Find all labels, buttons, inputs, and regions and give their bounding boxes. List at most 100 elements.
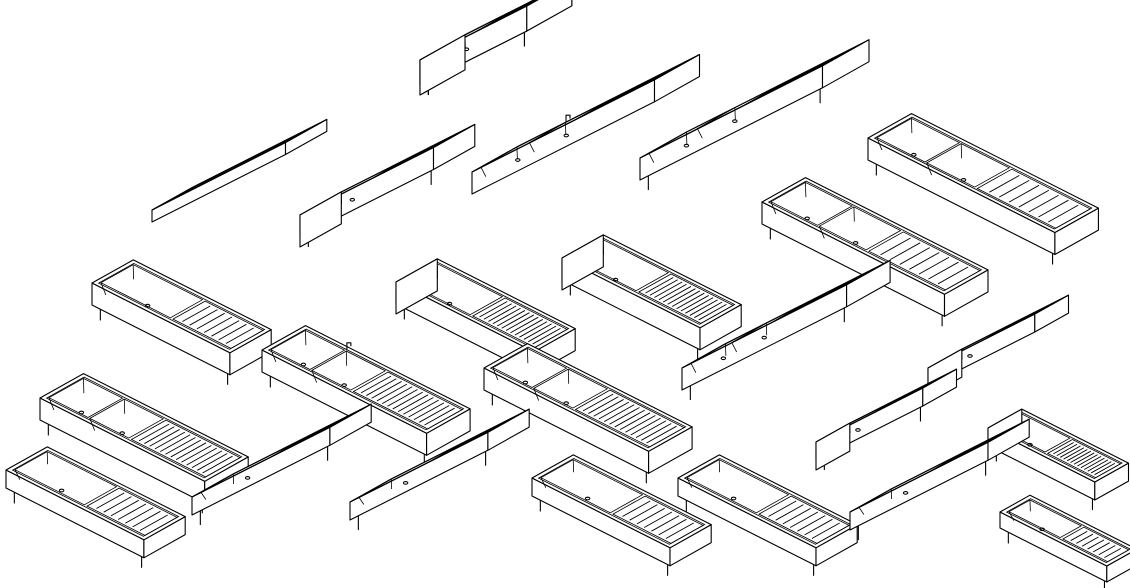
sink-side-face <box>526 0 573 32</box>
drainer-rib <box>132 510 161 528</box>
drainer-rib <box>658 283 687 301</box>
drainer-rib <box>170 439 202 458</box>
drainer-board <box>637 273 734 324</box>
drainer-rib <box>483 417 512 435</box>
bowl-edge <box>690 363 697 373</box>
drainer-rib <box>1008 184 1040 203</box>
drainer-board <box>172 300 264 349</box>
drainer-rib <box>479 301 508 318</box>
drainer-rib <box>804 518 833 536</box>
drainer-rib <box>182 305 211 322</box>
sink-inner-rim <box>1005 498 1130 563</box>
drainer-rib <box>519 321 548 338</box>
sink-bowl <box>358 443 461 498</box>
drainer-rib <box>625 415 656 433</box>
sink-top-rim <box>531 454 712 549</box>
bowl-edge <box>533 388 540 401</box>
bowl-edge <box>540 477 547 488</box>
sink-front-face <box>849 441 989 531</box>
drainer-rib <box>641 423 672 441</box>
drainer-rib <box>880 237 911 256</box>
drainer-rib <box>658 518 687 536</box>
drainer-rib <box>619 412 651 431</box>
drainer-rib <box>663 286 692 303</box>
drainer-rib <box>191 450 223 469</box>
drainer-rib <box>1090 461 1112 474</box>
drainer-rib <box>775 504 804 521</box>
sink-inner-rim <box>11 449 180 537</box>
bowl-edge <box>648 153 655 163</box>
sink-bowl <box>492 347 568 388</box>
drainer-rib <box>1094 462 1116 476</box>
drainer-rib <box>125 507 154 524</box>
drainer-rib <box>501 312 530 329</box>
drainer-rib <box>590 93 623 113</box>
sink-bowl <box>925 143 1011 188</box>
bowl-edge <box>926 162 932 176</box>
sink-unit-18 <box>5 446 186 568</box>
drainer-rib <box>376 383 408 402</box>
drainer-rib <box>789 511 819 528</box>
drainer-rib <box>676 292 705 310</box>
sink-bowl <box>876 117 961 163</box>
drain-hole <box>119 431 125 435</box>
drainer-rib <box>181 445 212 463</box>
drainer-rib <box>922 376 944 389</box>
drainer-rib <box>1070 450 1091 463</box>
drainer-rib <box>593 399 624 417</box>
sink-unit-10 <box>91 259 272 385</box>
drainer-rib <box>654 281 683 298</box>
drainer-rib <box>796 59 831 79</box>
bowl-edge <box>311 370 318 383</box>
drainer-rib <box>381 386 413 404</box>
drainer-rib <box>665 522 694 539</box>
drainer-rib <box>325 412 354 430</box>
end-panel <box>561 234 604 291</box>
drainer-rib <box>635 420 667 439</box>
drainer-rib <box>1056 443 1078 456</box>
sink-bowl <box>14 451 118 506</box>
drainer-rib <box>211 320 240 337</box>
drainer-rib <box>497 310 526 327</box>
drainer-rib <box>797 515 826 532</box>
sink-unit-21 <box>531 454 712 576</box>
drainer-board <box>867 231 981 291</box>
drainer-rib <box>175 442 207 461</box>
drainer-rib <box>196 312 225 330</box>
drainer-rib <box>96 492 125 509</box>
drainer-rib <box>413 402 445 421</box>
drainer-rib <box>1070 530 1088 541</box>
sink-unit-05 <box>151 118 328 223</box>
end-panel <box>419 34 466 96</box>
drainer-rib <box>767 73 802 94</box>
bowl-edge <box>731 342 738 353</box>
drain-hole <box>563 401 569 405</box>
drainer-rib <box>689 299 718 316</box>
drainer-rib <box>1034 302 1056 315</box>
tap <box>346 342 352 351</box>
drainer-board <box>612 495 704 544</box>
drainer-board <box>758 495 850 544</box>
drainer-rib <box>603 404 635 422</box>
bowl-edge <box>358 497 365 505</box>
sink-bowl <box>540 459 644 514</box>
drainer-rib <box>419 405 450 423</box>
drainer-rib <box>1098 545 1116 556</box>
drainer-rib <box>647 64 680 84</box>
sink-bowl <box>529 98 613 144</box>
drain-hole <box>612 277 619 282</box>
drain-hole <box>732 119 738 123</box>
bowl-edge <box>697 128 703 139</box>
sink-bowl <box>1008 499 1083 539</box>
bowl-edge <box>14 469 21 480</box>
sink-inner-rim <box>267 328 465 431</box>
drainer-rib <box>651 515 680 532</box>
drainer-board <box>352 371 463 430</box>
drainer-rib <box>649 279 678 296</box>
drainer-rib <box>768 500 797 517</box>
drainer-rib <box>1104 547 1122 558</box>
bowl-edge <box>858 507 865 515</box>
drain-hole <box>902 491 909 495</box>
drainer-rib <box>638 69 671 88</box>
